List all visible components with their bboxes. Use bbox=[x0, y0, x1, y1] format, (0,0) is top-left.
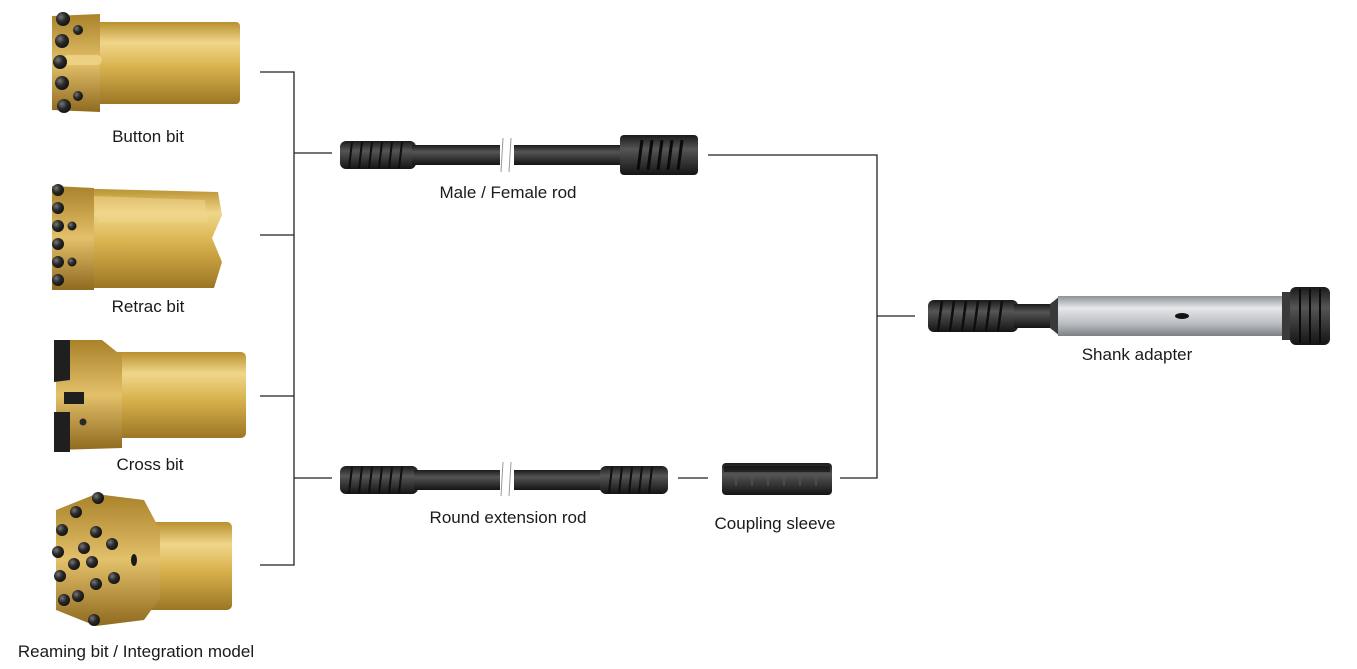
coupling-sleeve-icon bbox=[722, 463, 832, 495]
coupling-sleeve-label: Coupling sleeve bbox=[714, 514, 836, 533]
connector-right-bracket bbox=[708, 154, 915, 479]
retrac-bit-icon bbox=[52, 184, 222, 290]
reaming-bit-icon bbox=[52, 492, 232, 626]
shank-adapter-icon bbox=[928, 287, 1330, 345]
shank-adapter-label: Shank adapter bbox=[1081, 345, 1193, 364]
button-bit-icon bbox=[52, 12, 240, 113]
cross-bit-icon bbox=[54, 340, 246, 452]
round-extension-rod-icon bbox=[340, 460, 668, 498]
round-extension-rod-label: Round extension rod bbox=[429, 508, 587, 527]
male-female-rod-icon bbox=[340, 135, 698, 175]
connector-lines bbox=[260, 71, 915, 566]
connector-left-bracket bbox=[260, 71, 295, 566]
retrac-bit-label: Retrac bit bbox=[111, 297, 185, 316]
cross-bit-label: Cross bit bbox=[116, 455, 184, 474]
reaming-bit-label: Reaming bit / Integration model bbox=[17, 642, 255, 661]
male-female-rod-label: Male / Female rod bbox=[439, 183, 577, 202]
button-bit-label: Button bit bbox=[112, 127, 184, 146]
